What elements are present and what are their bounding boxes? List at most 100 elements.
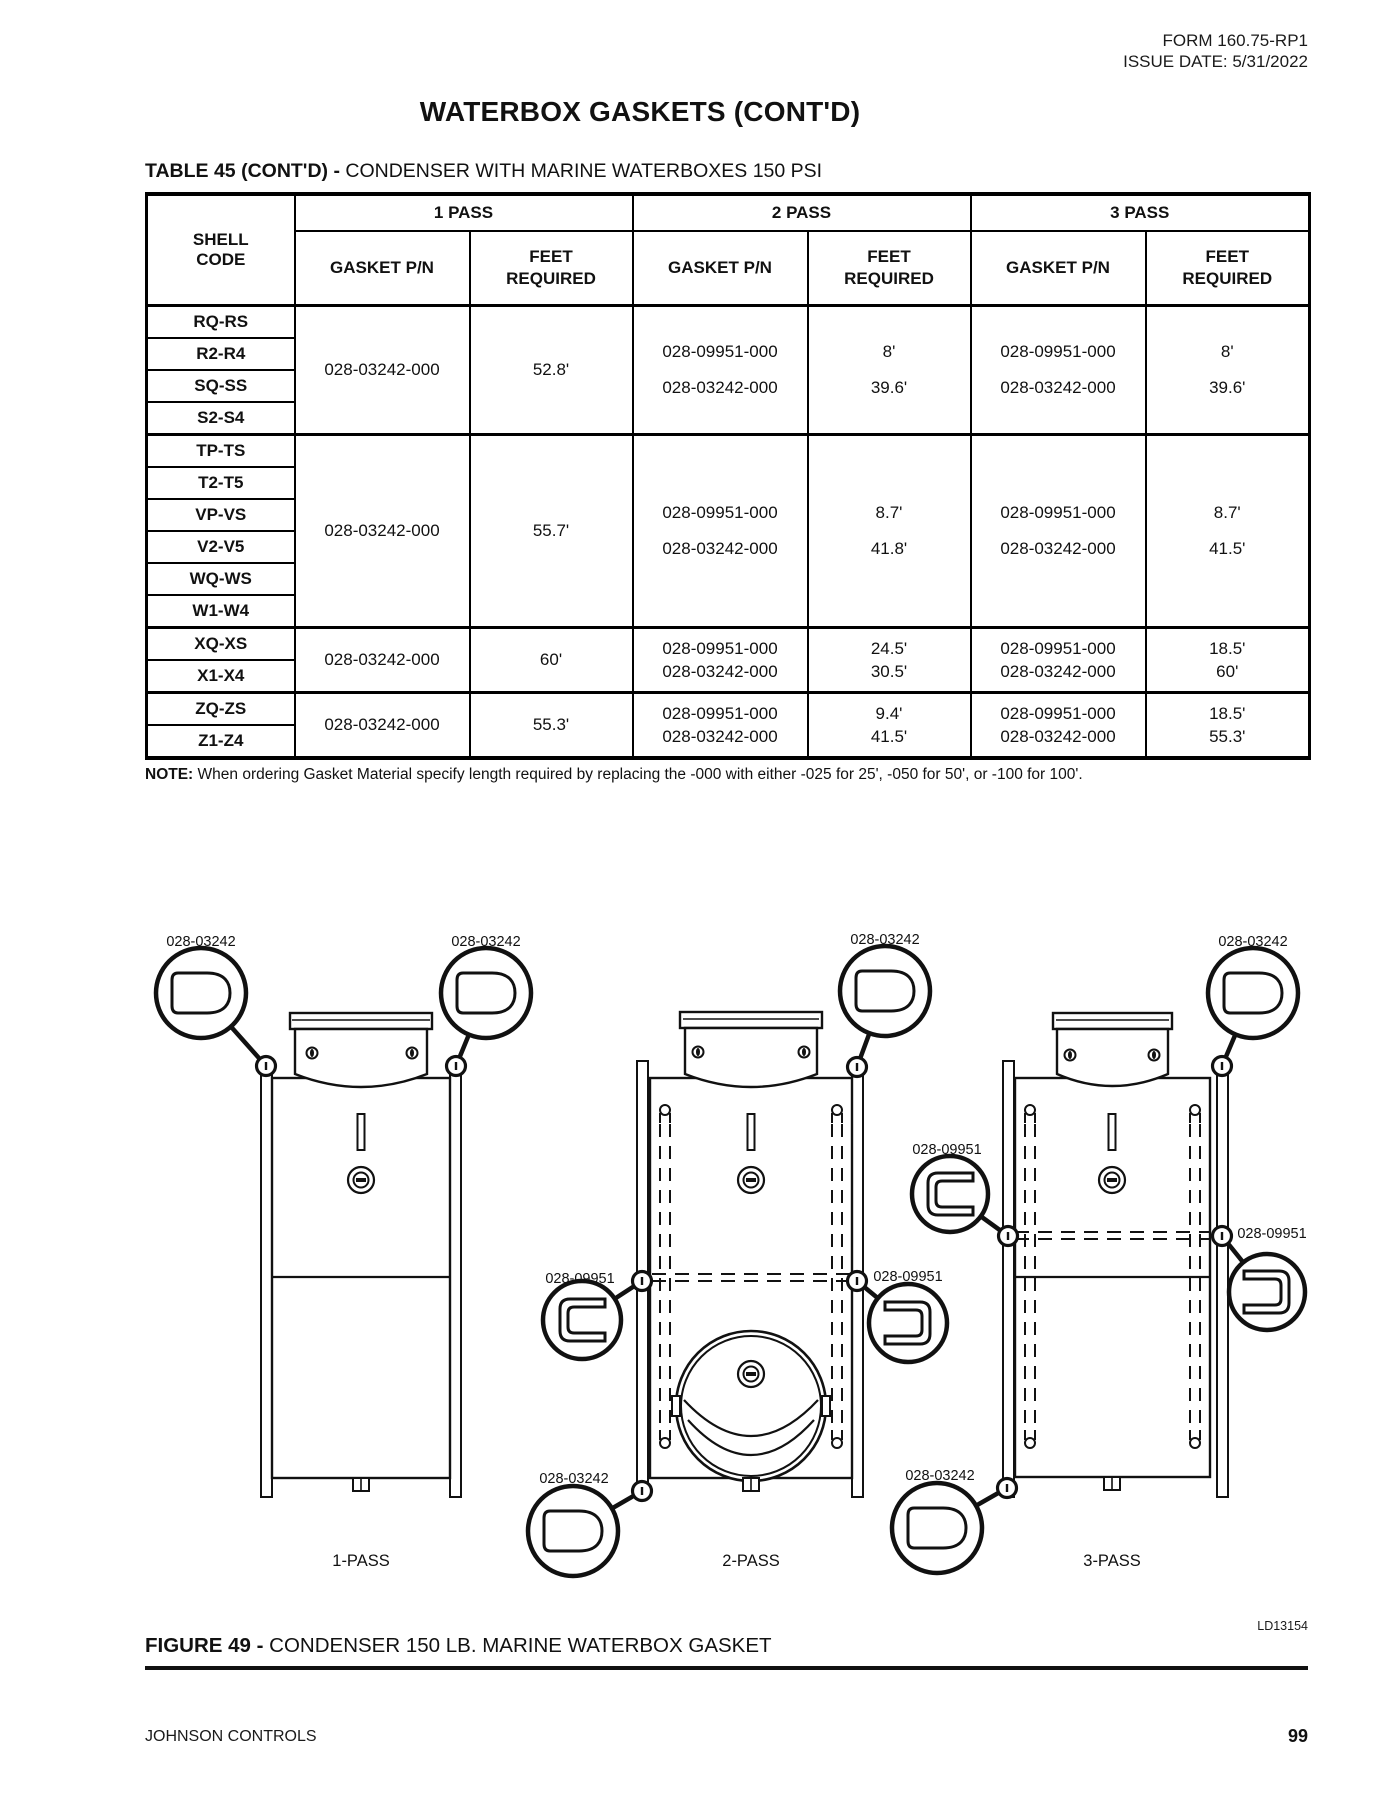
diagram-label-3-pass: 3-PASS: [1083, 1552, 1140, 1570]
pass1-pn-cell: 028-03242-000: [293, 304, 471, 436]
drawing-id: LD13154: [1257, 1619, 1308, 1633]
table-row: TP-TS 028-03242-000 55.7' 028-09951-000 …: [145, 433, 1311, 629]
shell-header-line2: CODE: [196, 250, 246, 269]
shell-code-cell: WQ-WS: [145, 562, 296, 596]
ordering-note: NOTE: When ordering Gasket Material spec…: [145, 766, 1308, 784]
table-caption-text: CONDENSER WITH MARINE WATERBOXES 150 PSI: [345, 160, 823, 182]
figure-caption-label: FIGURE 49 -: [145, 1634, 264, 1657]
shell-code-cell: S2-S4: [145, 401, 296, 436]
shell-header-line1: SHELL: [192, 230, 249, 249]
gasket-part-label: 028-09951: [545, 1271, 614, 1287]
waterbox-gasket-table: SHELL CODE 1 PASS 2 PASS 3 PASS GASKET P…: [145, 192, 1311, 760]
shell-code-cell: SQ-SS: [145, 369, 296, 403]
table-row: T2-T5: [145, 466, 1310, 500]
gasket-part-label: 028-09951: [912, 1142, 981, 1158]
pass1-feet-cell: 55.3': [468, 691, 634, 759]
pass2-header: 2 PASS: [631, 193, 972, 232]
figure-caption-text: CONDENSER 150 LB. MARINE WATERBOX GASKET: [269, 1634, 772, 1657]
pass2-pn-cell: 028-09951-000 028-03242-000: [631, 691, 809, 759]
page-header: FORM 160.75-RP1 ISSUE DATE: 5/31/2022: [850, 30, 1308, 72]
table-row: W1-W4: [145, 594, 1310, 629]
pass1-header: 1 PASS: [293, 193, 634, 232]
pass3-header: 3 PASS: [969, 193, 1311, 232]
feet-required-header: FEET REQUIRED: [468, 230, 634, 307]
shell-code-cell: XQ-XS: [145, 626, 296, 661]
pass1-pn-cell: 028-03242-000: [293, 433, 471, 629]
pass2-feet-cell: 8.7' 41.8': [806, 433, 972, 629]
shell-code-cell: Z1-Z4: [145, 724, 296, 759]
shell-code-cell: R2-R4: [145, 337, 296, 371]
gasket-part-label: 028-03242: [905, 1468, 974, 1484]
gasket-part-label: 028-03242: [166, 934, 235, 950]
figure-caption: FIGURE 49 - CONDENSER 150 LB. MARINE WAT…: [145, 1634, 772, 1658]
pass3-pn-cell: 028-09951-000 028-03242-000: [969, 691, 1147, 759]
table-row: Z1-Z4: [145, 724, 1310, 759]
gasket-pn-header: GASKET P/N: [969, 230, 1147, 307]
table-caption-label: TABLE 45 (CONT'D) -: [145, 160, 340, 182]
footer-rule: [145, 1666, 1308, 1670]
page-title: WATERBOX GASKETS (CONT'D): [419, 96, 861, 127]
table-row: WQ-WS: [145, 562, 1310, 596]
diagram-3-pass: [1002, 1011, 1229, 1498]
shell-code-header: SHELL CODE: [145, 193, 296, 307]
shell-code-cell: T2-T5: [145, 466, 296, 500]
table-row: SQ-SS: [145, 369, 1310, 403]
shell-code-cell: W1-W4: [145, 594, 296, 629]
pass2-feet-cell: 8' 39.6': [806, 304, 972, 436]
gasket-callouts: [153, 943, 1308, 1579]
shell-code-cell: TP-TS: [145, 433, 296, 468]
table-row: XQ-XS 028-03242-000 60' 028-09951-000 02…: [145, 626, 1311, 694]
table-row: R2-R4: [145, 337, 1310, 371]
shell-code-cell: VP-VS: [145, 498, 296, 532]
pass3-pn-cell: 028-09951-000 028-03242-000: [969, 304, 1147, 436]
table-caption: TABLE 45 (CONT'D) - CONDENSER WITH MARIN…: [145, 160, 822, 183]
pass1-feet-cell: 52.8': [468, 304, 634, 436]
gasket-part-label: 028-03242: [451, 934, 520, 950]
feet-required-header: FEET REQUIRED: [806, 230, 972, 307]
table-row: V2-V5: [145, 530, 1310, 564]
pass3-feet-cell: 8.7' 41.5': [1144, 433, 1311, 629]
table-row: S2-S4: [145, 401, 1310, 436]
gasket-part-label: 028-03242: [1218, 934, 1287, 950]
note-text: When ordering Gasket Material specify le…: [197, 766, 1083, 783]
pass1-feet-cell: 60': [468, 626, 634, 694]
footer-page-number: 99: [1287, 1726, 1308, 1746]
issue-date: ISSUE DATE: 5/31/2022: [1123, 52, 1308, 71]
gasket-pn-header: GASKET P/N: [631, 230, 809, 307]
gasket-part-label: 028-09951: [873, 1269, 942, 1285]
footer-company: JOHNSON CONTROLS: [145, 1728, 317, 1745]
pass1-pn-cell: 028-03242-000: [293, 626, 471, 694]
gasket-part-label: 028-03242: [850, 932, 919, 948]
table-row: VP-VS: [145, 498, 1310, 532]
gasket-part-label: 028-09951: [1237, 1226, 1306, 1242]
feet-required-header: FEET REQUIRED: [1144, 230, 1311, 307]
table-row: ZQ-ZS 028-03242-000 55.3' 028-09951-000 …: [145, 691, 1311, 759]
pass1-feet-cell: 55.7': [468, 433, 634, 629]
pass3-pn-cell: 028-09951-000 028-03242-000: [969, 626, 1147, 694]
pass2-feet-cell: 9.4' 41.5': [806, 691, 972, 759]
shell-code-cell: RQ-RS: [145, 304, 296, 339]
shell-code-cell: ZQ-ZS: [145, 691, 296, 726]
table-row: RQ-RS 028-03242-000 52.8' 028-09951-000 …: [145, 304, 1311, 436]
pass2-pn-cell: 028-09951-000 028-03242-000: [631, 433, 809, 629]
pass3-feet-cell: 8' 39.6': [1144, 304, 1311, 436]
shell-code-cell: X1-X4: [145, 659, 296, 694]
pass3-pn-cell: 028-09951-000 028-03242-000: [969, 433, 1147, 629]
diagram-1-pass: [260, 1011, 462, 1498]
gasket-part-label: 028-03242: [539, 1471, 608, 1487]
diagram-label-2-pass: 2-PASS: [722, 1552, 779, 1570]
diagram-2-pass: [636, 1010, 864, 1498]
pass2-pn-cell: 028-09951-000 028-03242-000: [631, 626, 809, 694]
pass1-pn-cell: 028-03242-000: [293, 691, 471, 759]
pass3-feet-cell: 18.5' 60': [1144, 626, 1311, 694]
form-number: FORM 160.75-RP1: [1162, 31, 1309, 50]
pass3-feet-cell: 18.5' 55.3': [1144, 691, 1311, 759]
pass2-feet-cell: 24.5' 30.5': [806, 626, 972, 694]
gasket-pn-header: GASKET P/N: [293, 230, 471, 307]
shell-code-cell: V2-V5: [145, 530, 296, 564]
table-row: X1-X4: [145, 659, 1310, 694]
pass2-pn-cell: 028-09951-000 028-03242-000: [631, 304, 809, 436]
diagram-label-1-pass: 1-PASS: [332, 1552, 389, 1570]
